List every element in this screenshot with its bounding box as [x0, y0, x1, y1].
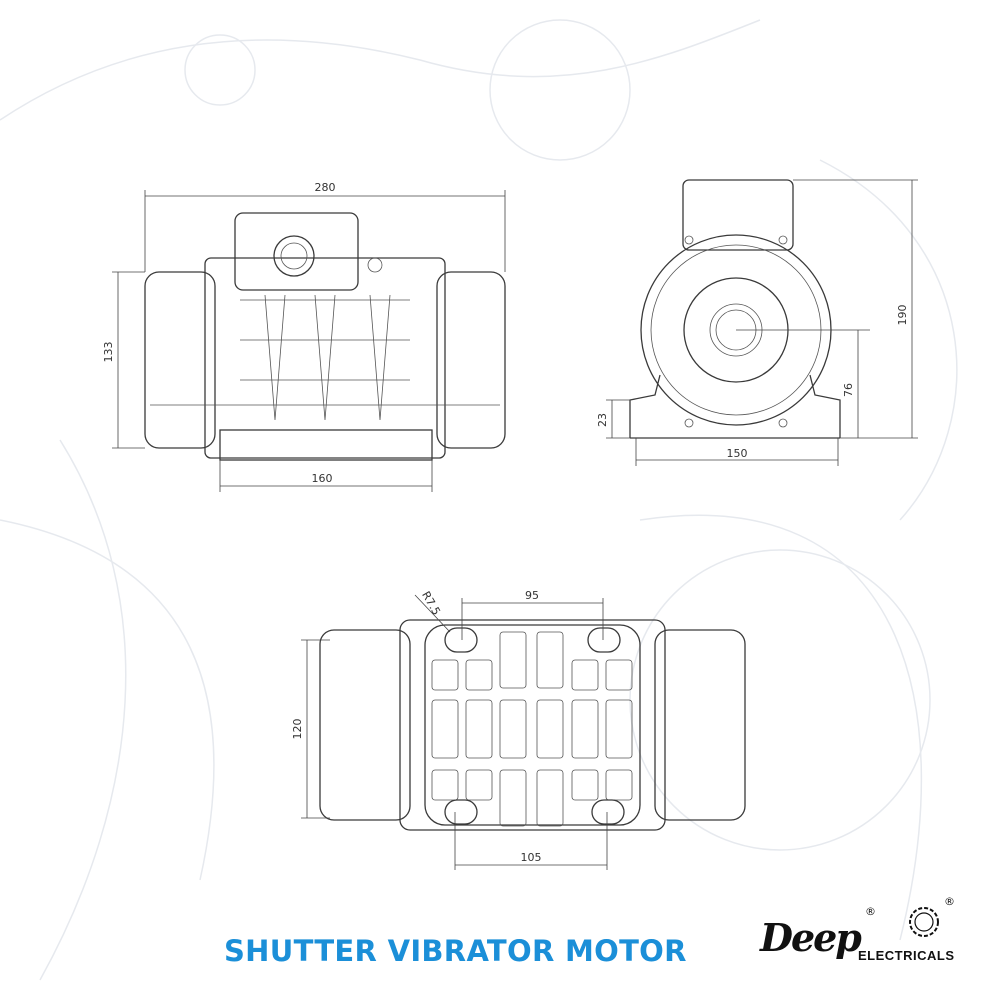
dim-top-hole-spacing: 95	[525, 589, 539, 602]
dim-overall-length: 280	[315, 181, 336, 194]
dim-bottom-hole-spacing: 105	[521, 851, 542, 864]
background-sketch	[0, 19, 958, 981]
dim-height: 133	[102, 342, 115, 363]
dim-base-length: 160	[312, 472, 333, 485]
brand-logo: Deep	[760, 915, 862, 960]
product-title: SHUTTER VIBRATOR MOTOR	[224, 934, 687, 968]
rib-grid	[431, 631, 633, 827]
front-view: 280 133 160	[102, 181, 506, 492]
bottom-view: 95 105 120 R7.5	[291, 589, 746, 870]
dim-total-height: 190	[896, 305, 909, 326]
brand-subtitle: ELECTRICALS	[858, 948, 955, 963]
dim-width: 120	[291, 719, 304, 740]
side-view: 190 76 23 150	[596, 179, 918, 466]
dim-shaft-height: 76	[842, 383, 855, 397]
registered-mark: ®	[865, 905, 876, 918]
dim-base-width: 150	[727, 447, 748, 460]
registered-mark-emblem: ®	[944, 895, 955, 908]
dim-foot-height: 23	[596, 413, 609, 427]
gear-logo-icon	[909, 907, 939, 937]
